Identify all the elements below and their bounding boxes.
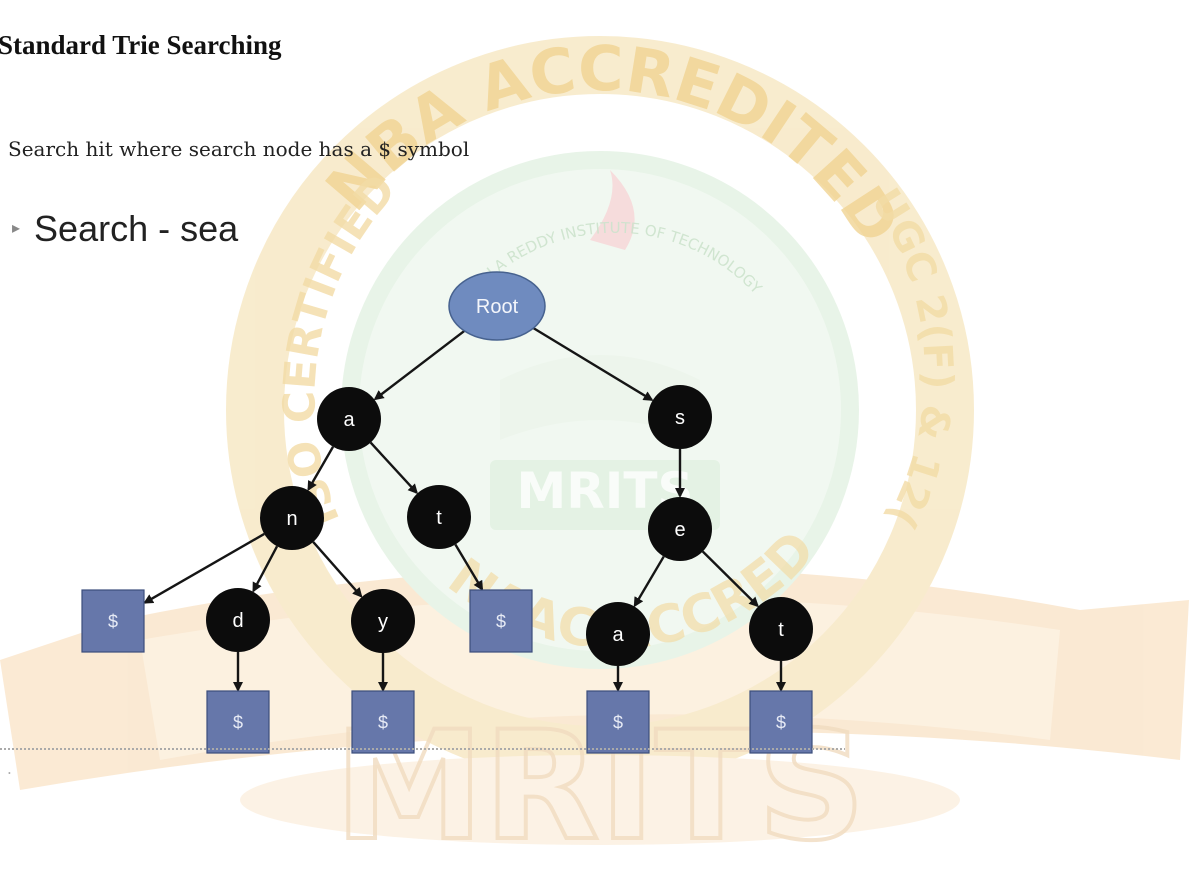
page-subtitle: Search hit where search node has a $ sym… [8, 137, 470, 161]
bullet-arrow-icon: ▸ [12, 220, 21, 237]
trie-node-shape [317, 387, 381, 451]
bullet-text: Search - sea [34, 208, 239, 249]
trie-node-root: Root [448, 271, 546, 341]
trie-node-label: d [232, 610, 243, 632]
trie-node-label: s [675, 407, 685, 429]
trie-node-label: Root [476, 296, 519, 318]
trie-edge-e1-t2 [701, 550, 759, 608]
trie-node-shape [648, 497, 712, 561]
trie-node-label: $ [776, 712, 786, 732]
trie-node-label: a [343, 409, 355, 431]
trie-edge-t1-end2 [454, 543, 484, 591]
trie-node-t2: t [749, 597, 813, 661]
trie-node-shape [351, 589, 415, 653]
trie-node-label: e [674, 519, 685, 541]
trie-node-e1: e [648, 497, 712, 561]
trie-node-label: $ [613, 712, 623, 732]
trie-node-shape [407, 485, 471, 549]
bullet-item: ▸ Search - sea [12, 208, 238, 250]
trie-node-end6: $ [749, 690, 813, 754]
trie-edge-root-a1 [373, 329, 466, 401]
trie-node-shape [749, 597, 813, 661]
separator-dot: • [8, 769, 11, 778]
trie-node-label: $ [108, 611, 118, 631]
trie-node-a2: a [586, 602, 650, 666]
trie-node-end2: $ [469, 589, 533, 653]
trie-node-shape [586, 690, 650, 754]
trie-node-n1: n [260, 486, 324, 550]
trie-node-label: $ [233, 712, 243, 732]
trie-edge-n1-end1 [143, 532, 265, 604]
trie-node-label: t [778, 619, 784, 641]
trie-node-shape [351, 690, 415, 754]
trie-node-shape [260, 486, 324, 550]
trie-edges [143, 327, 786, 692]
trie-node-end3: $ [206, 690, 270, 754]
trie-node-end5: $ [586, 690, 650, 754]
trie-node-shape [448, 271, 546, 341]
trie-node-shape [648, 385, 712, 449]
trie-node-label: a [612, 624, 624, 646]
trie-node-label: y [378, 611, 388, 633]
trie-node-label: t [436, 507, 442, 529]
trie-edge-e1-a2 [633, 555, 665, 608]
trie-node-shape [206, 690, 270, 754]
trie-node-shape [206, 588, 270, 652]
trie-node-end4: $ [351, 690, 415, 754]
trie-edge-n1-y1 [312, 541, 363, 598]
trie-node-label: n [286, 508, 297, 530]
trie-node-a1: a [317, 387, 381, 451]
trie-node-y1: y [351, 589, 415, 653]
trie-node-label: $ [496, 611, 506, 631]
page-title: Standard Trie Searching [0, 30, 282, 60]
trie-node-end1: $ [81, 589, 145, 653]
trie-nodes: Root a s n t e $ d y $ a t $ $ $ $ [81, 271, 813, 754]
trie-node-shape [81, 589, 145, 653]
trie-node-shape [469, 589, 533, 653]
trie-edge-root-s1 [532, 327, 654, 401]
trie-node-t1: t [407, 485, 471, 549]
trie-edge-n1-d1 [252, 545, 279, 593]
trie-node-label: $ [378, 712, 388, 732]
trie-node-s1: s [648, 385, 712, 449]
trie-node-d1: d [206, 588, 270, 652]
trie-edge-a1-t1 [369, 441, 419, 495]
trie-node-shape [749, 690, 813, 754]
trie-edge-a1-n1 [307, 446, 335, 492]
trie-node-shape [586, 602, 650, 666]
